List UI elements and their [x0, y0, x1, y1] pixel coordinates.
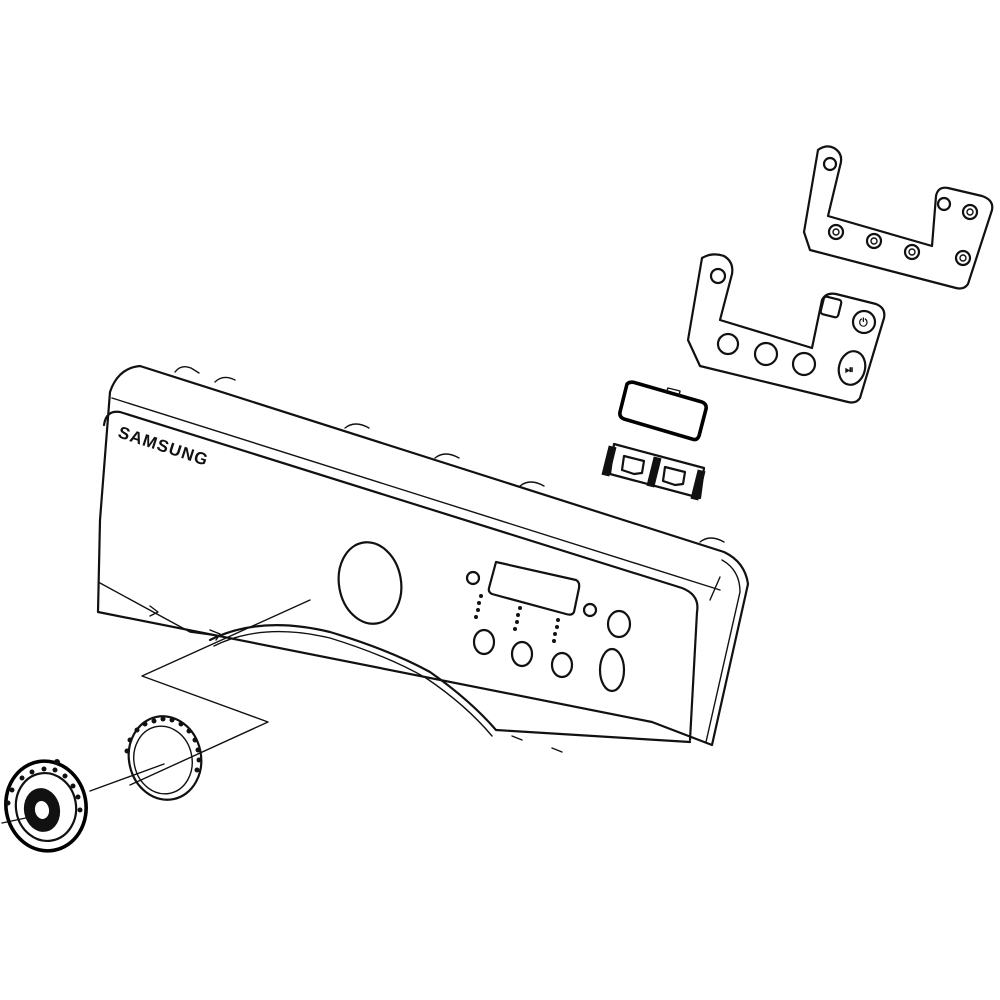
button-holder [601, 442, 706, 501]
start-pause-button[interactable] [598, 647, 626, 693]
indicator-column-3 [552, 618, 560, 643]
indicator-lamp-left [465, 570, 481, 586]
power-button-part [851, 309, 877, 335]
indicator-column-2 [513, 606, 522, 631]
knob-ring [124, 715, 203, 801]
button-assembly-front: ⏻ ⏯ [686, 253, 886, 404]
knob-ring-teeth [124, 716, 202, 773]
panel-button-1[interactable] [472, 628, 496, 656]
control-panel-housing: SAMSUNG [96, 364, 750, 753]
cycle-selector-knob [4, 759, 88, 853]
indicator-column-1 [474, 594, 483, 619]
display-window [618, 380, 708, 442]
mounting-tabs [149, 365, 725, 753]
indicator-lamp-right [582, 602, 598, 618]
panel-button-3[interactable] [550, 651, 574, 679]
button-assembly-rear [802, 145, 994, 290]
panel-button-2[interactable] [510, 640, 534, 668]
knob-grip-marks [5, 766, 83, 813]
panel-button-4[interactable] [606, 609, 632, 639]
play-pause-icon: ⏯ [845, 363, 854, 376]
power-icon: ⏻ [859, 316, 868, 329]
start-pause-button-part [837, 350, 867, 386]
display-window-opening [487, 560, 581, 616]
knob-opening [337, 541, 403, 625]
